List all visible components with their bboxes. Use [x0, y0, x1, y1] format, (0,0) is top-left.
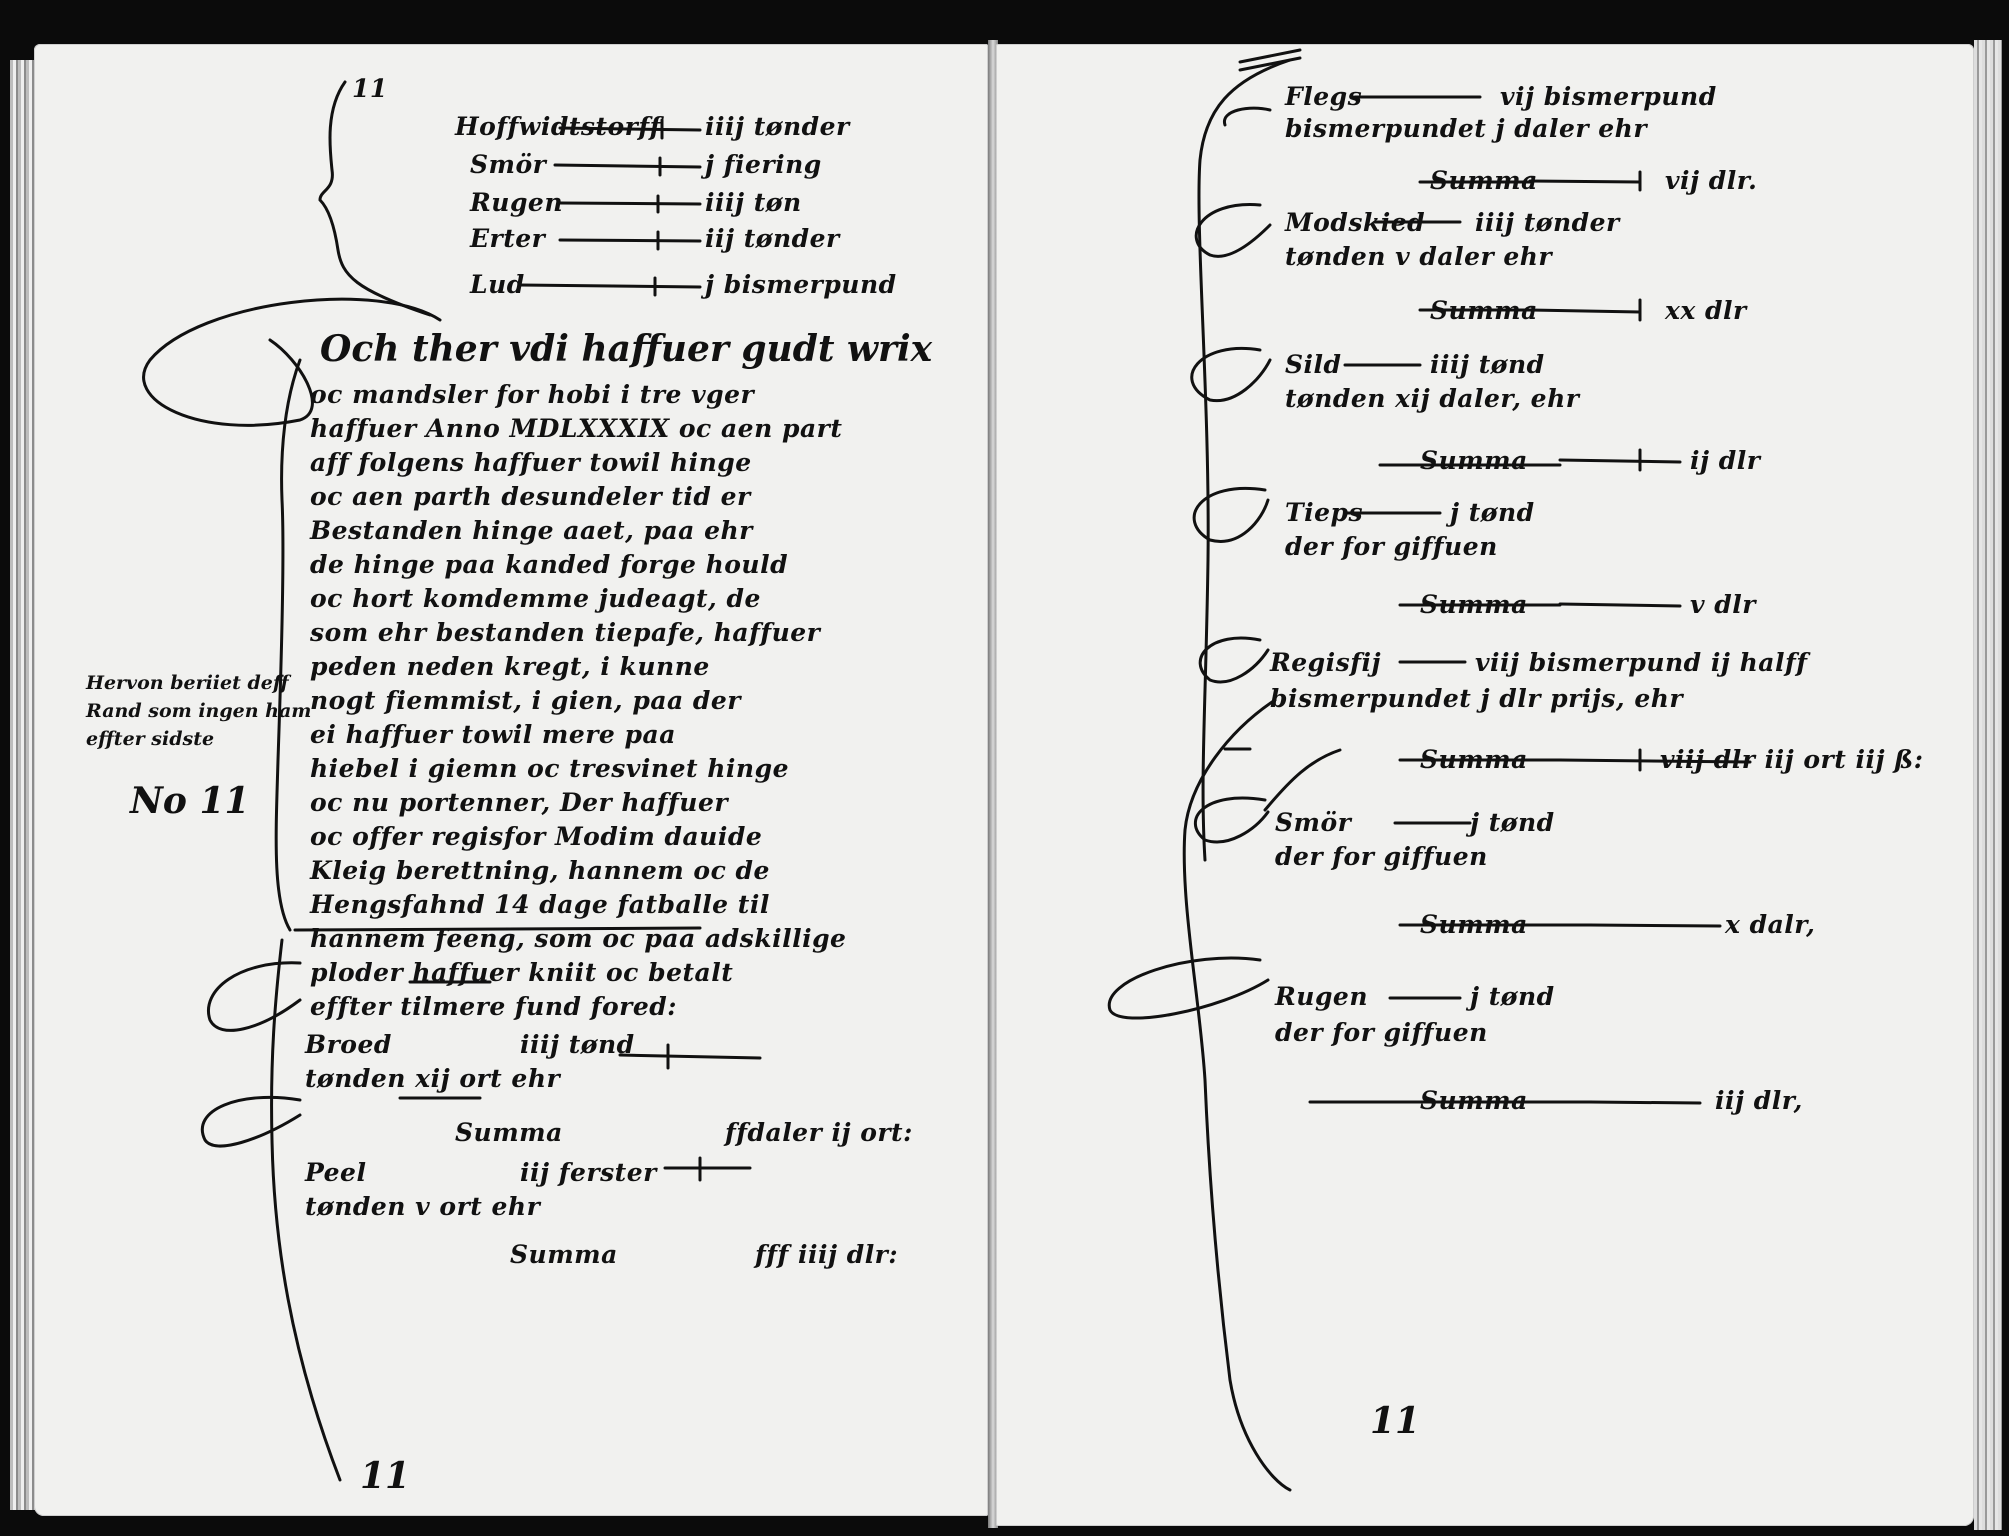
entry-sum-label: Summa: [1420, 910, 1528, 939]
item-value: j fiering: [705, 150, 822, 179]
paragraph-line: peden neden kregt, i kunne: [310, 652, 710, 681]
paragraph-line: ei haffuer towil mere paa: [310, 720, 676, 749]
paragraph-line: oc offer regisfor Modim dauide: [310, 822, 763, 851]
entry-value: j tønd: [1470, 982, 1555, 1011]
entry-detail: der for giffuen: [1275, 842, 1488, 871]
paragraph-line: Bestanden hinge aaet, paa ehr: [310, 516, 753, 545]
paragraph-line: oc aen parth desundeler tid er: [310, 482, 751, 511]
entry-value: j tønd: [1470, 808, 1555, 837]
right-page: [996, 44, 1974, 1526]
bottom-mark: 11: [1370, 1400, 1421, 1442]
entry-sum: ffdaler ij ort:: [725, 1118, 913, 1147]
paragraph-line: aff folgens haffuer towil hinge: [310, 448, 752, 477]
item-value: iiij tønder: [705, 112, 850, 141]
entry-sum-label: Summa: [1420, 590, 1528, 619]
margin-number: No 11: [130, 780, 250, 822]
paragraph-line: haffuer Anno MDLXXXIX oc aen part: [310, 414, 843, 443]
item-value: iiij tøn: [705, 188, 802, 217]
entry-sum: xx dlr: [1665, 296, 1747, 325]
entry-sum: iij dlr,: [1715, 1086, 1803, 1115]
entry-detail: tønden v daler ehr: [1285, 242, 1553, 271]
entry-value: vij bismerpund: [1500, 82, 1717, 111]
entry-name: Sild: [1285, 350, 1342, 379]
entry-value: viij bismerpund ij halff: [1475, 648, 1808, 677]
margin-note-line: effter sidste: [86, 728, 215, 750]
entry-name: Tieps: [1285, 498, 1364, 527]
paragraph-line: hannem feeng, som oc paa adskillige: [310, 924, 847, 953]
item-value: iij tønder: [705, 224, 840, 253]
entry-name: Smör: [1275, 808, 1352, 837]
paragraph-line: oc hort komdemme judeagt, de: [310, 584, 761, 613]
entry-name: Rugen: [1275, 982, 1369, 1011]
margin-note-line: Hervon beriiet deff: [86, 672, 289, 694]
entry-detail: bismerpundet j dlr prijs, ehr: [1270, 684, 1684, 713]
item-name: Rugen: [470, 188, 564, 217]
paragraph-line: Hengsfahnd 14 dage fatballe til: [310, 890, 770, 919]
entry-sum: x dalr,: [1725, 910, 1816, 939]
entry-sum-label: Summa: [510, 1240, 618, 1269]
paragraph-heading: Och ther vdi haffuer gudt wrix: [320, 328, 933, 370]
entry-value: iiij tønd: [520, 1030, 635, 1059]
paragraph-line: de hinge paa kanded forge hould: [310, 550, 789, 579]
paragraph-line: nogt fiemmist, i gien, paa der: [310, 686, 741, 715]
entry-sum-label: Summa: [1430, 296, 1538, 325]
entry-detail: der for giffuen: [1275, 1018, 1488, 1047]
entry-sum-label: Summa: [1420, 1086, 1528, 1115]
entry-value: iiij tønd: [1430, 350, 1545, 379]
paragraph-line: hiebel i giemn oc tresvinet hinge: [310, 754, 789, 783]
entry-sum-label: Summa: [455, 1118, 563, 1147]
bottom-mark: 11: [360, 1455, 411, 1497]
left-page-edges: [10, 60, 36, 1510]
entry-sum-label: Summa: [1430, 166, 1538, 195]
entry-name: Modskied: [1285, 208, 1426, 237]
item-name: Erter: [470, 224, 546, 253]
right-page-edges: [1974, 40, 2002, 1530]
entry-name: Peel: [305, 1158, 367, 1187]
entry-sum: viij dlr iij ort iij ß:: [1660, 745, 1924, 774]
entry-sum: v dlr: [1690, 590, 1756, 619]
entry-value: iij ferster: [520, 1158, 657, 1187]
paragraph-line: effter tilmere fund fored:: [310, 992, 677, 1021]
entry-sum-label: Summa: [1420, 745, 1528, 774]
entry-value: iiij tønder: [1475, 208, 1620, 237]
entry-name: Broed: [305, 1030, 392, 1059]
item-name: Smör: [470, 150, 547, 179]
entry-sum: fff iiij dlr:: [755, 1240, 899, 1269]
margin-note-line: Rand som ingen ham: [86, 700, 312, 722]
entry-name: Flegs: [1285, 82, 1363, 111]
paragraph-line: Kleig berettning, hannem oc de: [310, 856, 770, 885]
entry-sum: ij dlr: [1690, 446, 1761, 475]
paragraph-line: oc nu portenner, Der haffuer: [310, 788, 729, 817]
entry-detail: tønden v ort ehr: [305, 1192, 541, 1221]
item-value: j bismerpund: [705, 270, 897, 299]
entry-sum-label: Summa: [1420, 446, 1528, 475]
page-number: 11: [352, 74, 388, 103]
paragraph-line: som ehr bestanden tiepafe, haffuer: [310, 618, 821, 647]
entry-name: Regisfij: [1270, 648, 1382, 677]
entry-sum: vij dlr.: [1665, 166, 1758, 195]
paragraph-line: oc mandsler for hobi i tre vger: [310, 380, 755, 409]
left-page: [34, 44, 988, 1516]
entry-value: j tønd: [1450, 498, 1535, 527]
entry-detail: der for giffuen: [1285, 532, 1498, 561]
item-name: Hoffwidtstorff: [455, 112, 661, 141]
entry-detail: bismerpundet j daler ehr: [1285, 114, 1648, 143]
paragraph-line: ploder haffuer kniit oc betalt: [310, 958, 734, 987]
entry-detail: tønden xij ort ehr: [305, 1064, 561, 1093]
item-name: Lud: [470, 270, 525, 299]
entry-detail: tønden xij daler, ehr: [1285, 384, 1580, 413]
binding-fold: [988, 40, 998, 1528]
